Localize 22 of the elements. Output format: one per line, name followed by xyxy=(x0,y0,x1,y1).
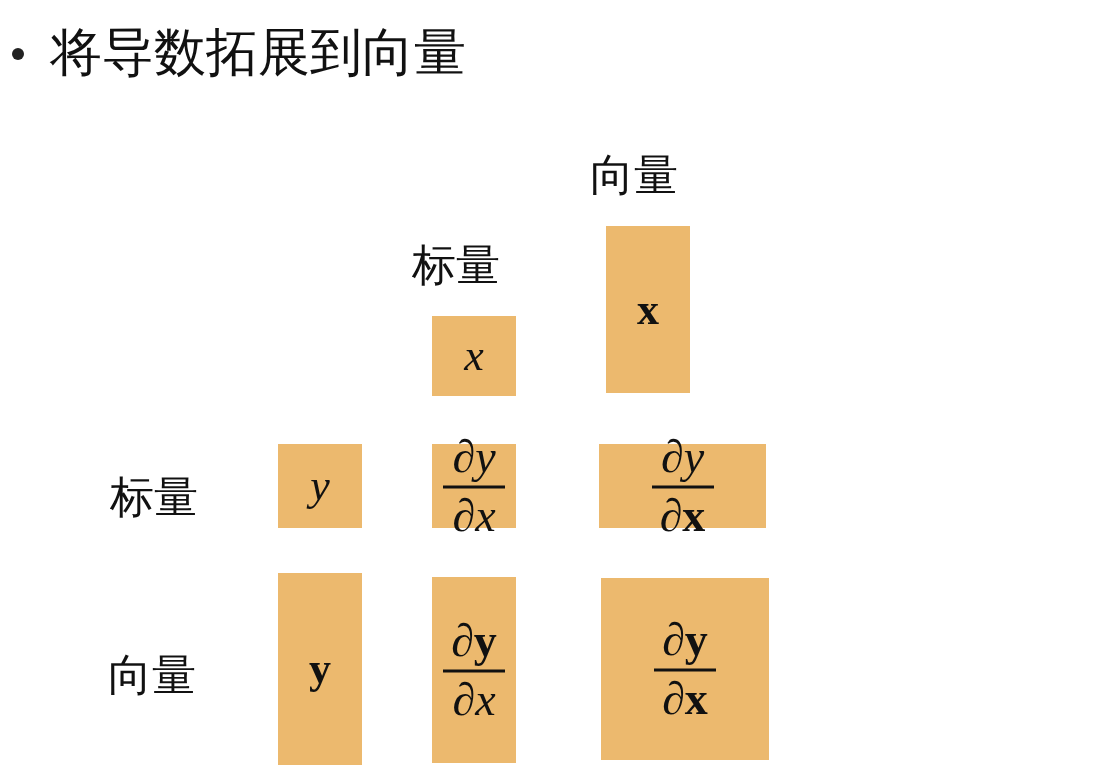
denominator: ∂x xyxy=(659,492,706,539)
math-box xyxy=(278,573,362,765)
slide-title: 将导数拓展到向量 xyxy=(50,26,466,78)
numerator: ∂y xyxy=(451,617,497,664)
denominator: ∂x xyxy=(452,676,496,723)
axis-heading: 向量 xyxy=(590,153,678,197)
numerator: ∂y xyxy=(660,433,705,480)
math-box xyxy=(278,444,362,528)
numerator: ∂y xyxy=(452,433,496,480)
math-symbol: x xyxy=(464,334,484,378)
math-box xyxy=(606,226,690,393)
axis-heading: 标量 xyxy=(110,475,198,519)
math-symbol: x xyxy=(637,287,659,332)
axis-heading: 向量 xyxy=(108,653,196,697)
math-box xyxy=(432,577,516,763)
math-box xyxy=(601,578,769,760)
denominator: ∂x xyxy=(662,675,708,722)
axis-heading: 标量 xyxy=(412,243,500,287)
math-box xyxy=(432,316,516,396)
numerator: ∂y xyxy=(662,616,708,663)
math-symbol: y xyxy=(309,647,331,691)
denominator: ∂x xyxy=(452,492,496,539)
